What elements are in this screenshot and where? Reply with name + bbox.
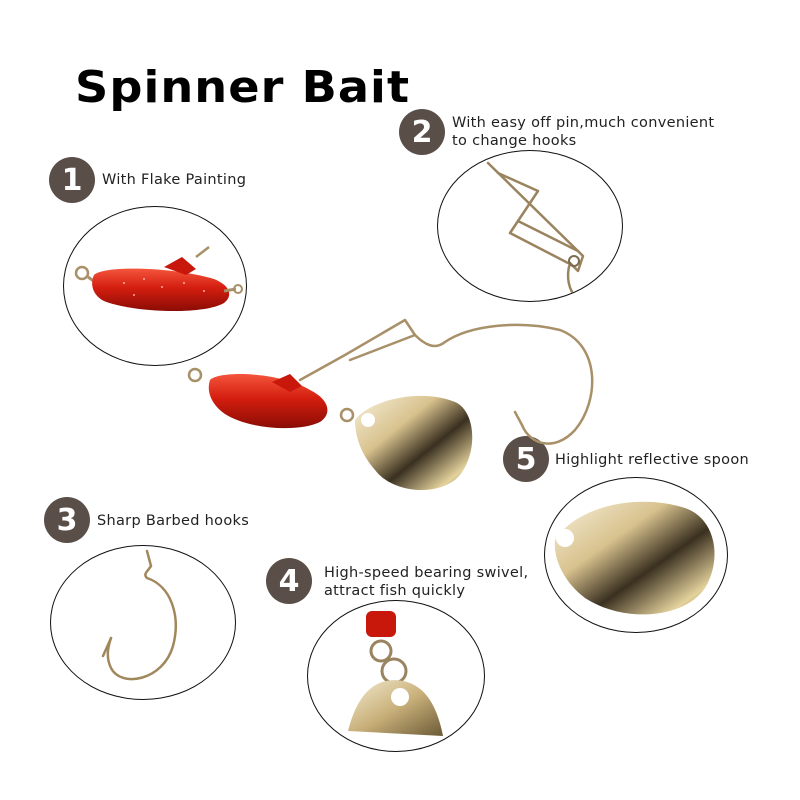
hook-image [101,549,177,681]
feature-4-label-line1: High-speed bearing swivel, [324,565,529,581]
feature-2-label-line2: to change hooks [452,133,577,149]
feature-5-label: Highlight reflective spoon [555,452,749,468]
spoon-image [554,501,715,615]
easy-off-pin-closeup [437,150,623,302]
feature-4-label-line2: attract fish quickly [324,583,466,599]
flake-painting-closeup [63,206,247,366]
feature-1-number: 1 [61,162,83,198]
reflective-spoon-closeup [544,477,728,633]
barbed-hook-closeup [50,545,236,700]
feature-2-number: 2 [411,114,433,150]
snap-pin-image [486,161,585,301]
feature-1-badge: 1 [49,157,95,203]
feature-2-badge: 2 [399,109,445,155]
feature-3-badge: 3 [44,497,90,543]
swivel-image [348,611,443,736]
bearing-swivel-closeup [307,600,485,752]
feature-1-label: With Flake Painting [102,172,247,188]
lure-head-image [74,246,243,312]
feature-4-number: 4 [278,563,300,599]
feature-3-number: 3 [56,502,78,538]
feature-4-badge: 4 [266,558,312,604]
feature-2-label-line1: With easy off pin,much convenient [452,115,715,131]
feature-5-badge: 5 [503,436,549,482]
feature-5-number: 5 [515,441,537,477]
feature-4-label: High-speed bearing swivel, attract fish … [324,564,528,600]
feature-2-label: With easy off pin,much convenient to cha… [452,114,714,150]
page-title: Spinner Bait [75,62,411,113]
feature-3-label: Sharp Barbed hooks [97,513,250,529]
